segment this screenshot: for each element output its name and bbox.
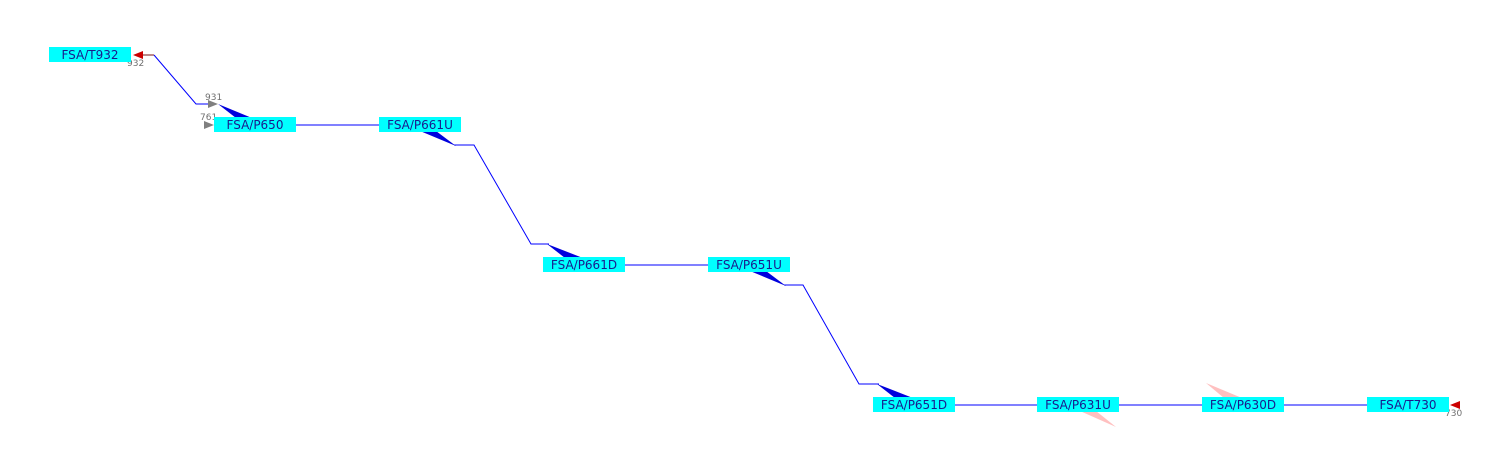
node-label: FSA/P651D (881, 398, 947, 412)
flow-wedge-icon (1206, 383, 1242, 398)
node-label: FSA/T730 (1379, 398, 1436, 412)
node-p651d[interactable]: FSA/P651D (873, 397, 955, 412)
port-labels: 932 931 761 730 (127, 59, 1462, 419)
flow-wedges (218, 104, 1242, 427)
node-label: FSA/P630D (1210, 398, 1276, 412)
node-t932[interactable]: FSA/T932 (49, 47, 131, 62)
port-arrows (133, 51, 1460, 409)
flow-wedge-icon (877, 384, 913, 398)
port-label-t730: 730 (1445, 409, 1462, 419)
port-label-761: 761 (200, 113, 217, 123)
red-arrow-left-icon (1450, 401, 1460, 409)
links (143, 54, 1367, 406)
link-p651u-p651d (784, 284, 879, 385)
node-p661u[interactable]: FSA/P661U (379, 117, 461, 132)
red-arrow-left-icon (133, 51, 143, 59)
gray-arrow-right-icon (204, 121, 214, 129)
link-p661u-p661d (454, 144, 549, 245)
node-label: FSA/T932 (61, 48, 118, 62)
node-p631u[interactable]: FSA/P631U (1037, 397, 1119, 412)
node-label: FSA/P661D (551, 258, 617, 272)
gray-arrow-right-icon (208, 100, 218, 108)
node-label: FSA/P661U (387, 118, 453, 132)
port-label-t932: 932 (127, 59, 144, 69)
flow-wedge-icon (750, 271, 786, 286)
node-label: FSA/P631U (1045, 398, 1111, 412)
flow-wedge-icon (547, 244, 583, 258)
node-p630d[interactable]: FSA/P630D (1202, 397, 1284, 412)
node-p651u[interactable]: FSA/P651U (708, 257, 790, 272)
node-label: FSA/P650 (227, 118, 284, 132)
flow-wedge-icon (1080, 411, 1116, 427)
node-t730[interactable]: FSA/T730 (1367, 397, 1449, 412)
port-label-931: 931 (205, 93, 222, 103)
node-label: FSA/P651U (716, 258, 782, 272)
node-p661d[interactable]: FSA/P661D (543, 257, 625, 272)
node-p650[interactable]: FSA/P650 (214, 117, 296, 132)
flow-wedge-icon (420, 131, 456, 146)
flow-wedge-icon (218, 104, 252, 118)
